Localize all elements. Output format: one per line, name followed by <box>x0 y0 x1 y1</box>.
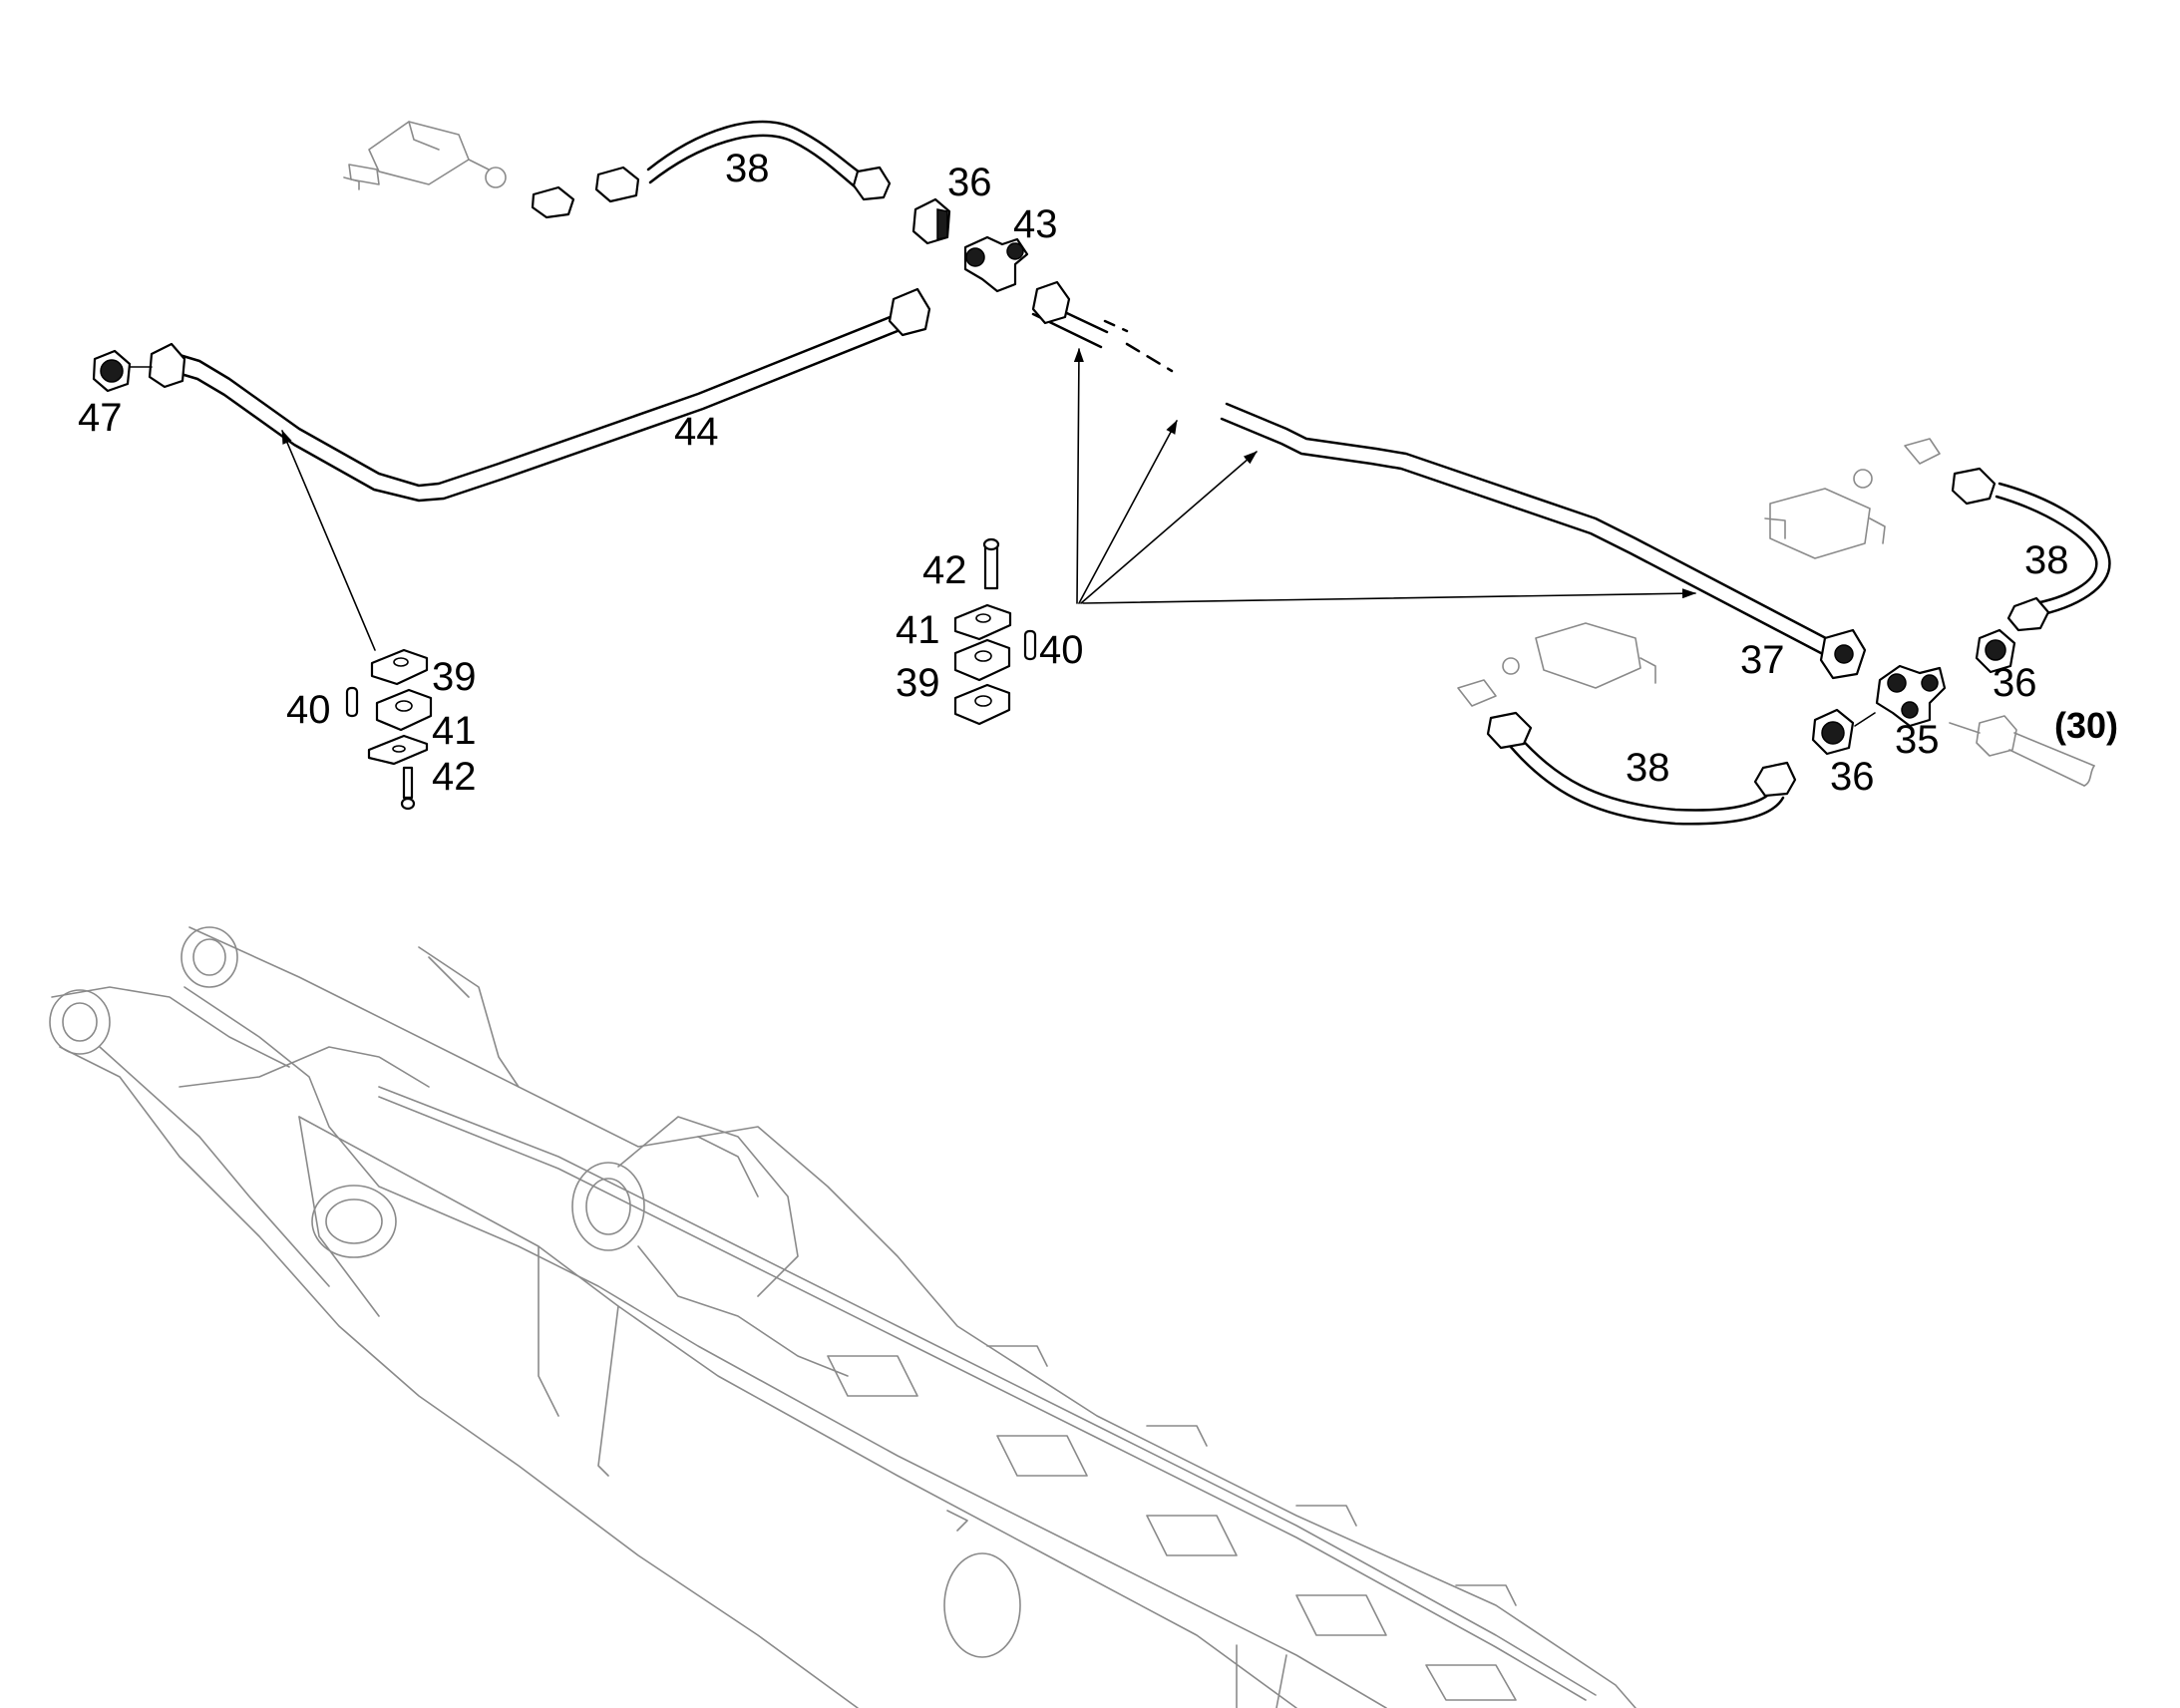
hose-38-bottom <box>1457 622 1797 826</box>
fitting-47 <box>92 349 153 393</box>
hose-38-right <box>1764 438 2111 632</box>
callout-38-bottom: 38 <box>1626 746 1670 790</box>
callout-36-right: 36 <box>1993 661 2037 705</box>
callout-36-bottom: 36 <box>1830 755 1875 799</box>
hose-38-top <box>343 120 892 219</box>
clamp-assembly-left <box>345 648 433 811</box>
callout-41-left: 41 <box>432 709 477 753</box>
callout-42-middle: 42 <box>922 548 967 592</box>
callout-39-left: 39 <box>432 655 477 699</box>
callout-38-right: 38 <box>2024 538 2069 582</box>
fitting-36-bottom <box>1811 708 1876 756</box>
fitting-36-right <box>1975 628 2016 674</box>
pipe-37 <box>1031 280 1867 680</box>
callout-30: (30) <box>2054 705 2118 746</box>
callout-43: 43 <box>1013 202 1058 246</box>
callout-36-top: 36 <box>947 161 992 204</box>
callout-47: 47 <box>78 396 123 440</box>
pipe-stub-30 <box>1949 715 2095 787</box>
fitting-36-top <box>911 197 951 245</box>
callout-42-left: 42 <box>432 755 477 799</box>
leader-arrows <box>281 348 1696 651</box>
callout-35: 35 <box>1895 718 1940 762</box>
pipe-44 <box>148 287 931 503</box>
clamp-assembly-middle <box>953 537 1037 726</box>
callout-44: 44 <box>674 410 719 454</box>
fitting-43-tee <box>963 235 1029 293</box>
callout-40-middle: 40 <box>1039 628 1084 672</box>
fitting-35-cross <box>1875 664 1947 728</box>
callout-37: 37 <box>1740 638 1785 682</box>
callout-41-middle: 41 <box>896 608 940 652</box>
callout-40-left: 40 <box>286 688 331 732</box>
boom-structure <box>49 926 1636 1708</box>
callout-39-middle: 39 <box>896 661 940 705</box>
callout-38-top: 38 <box>725 147 770 190</box>
